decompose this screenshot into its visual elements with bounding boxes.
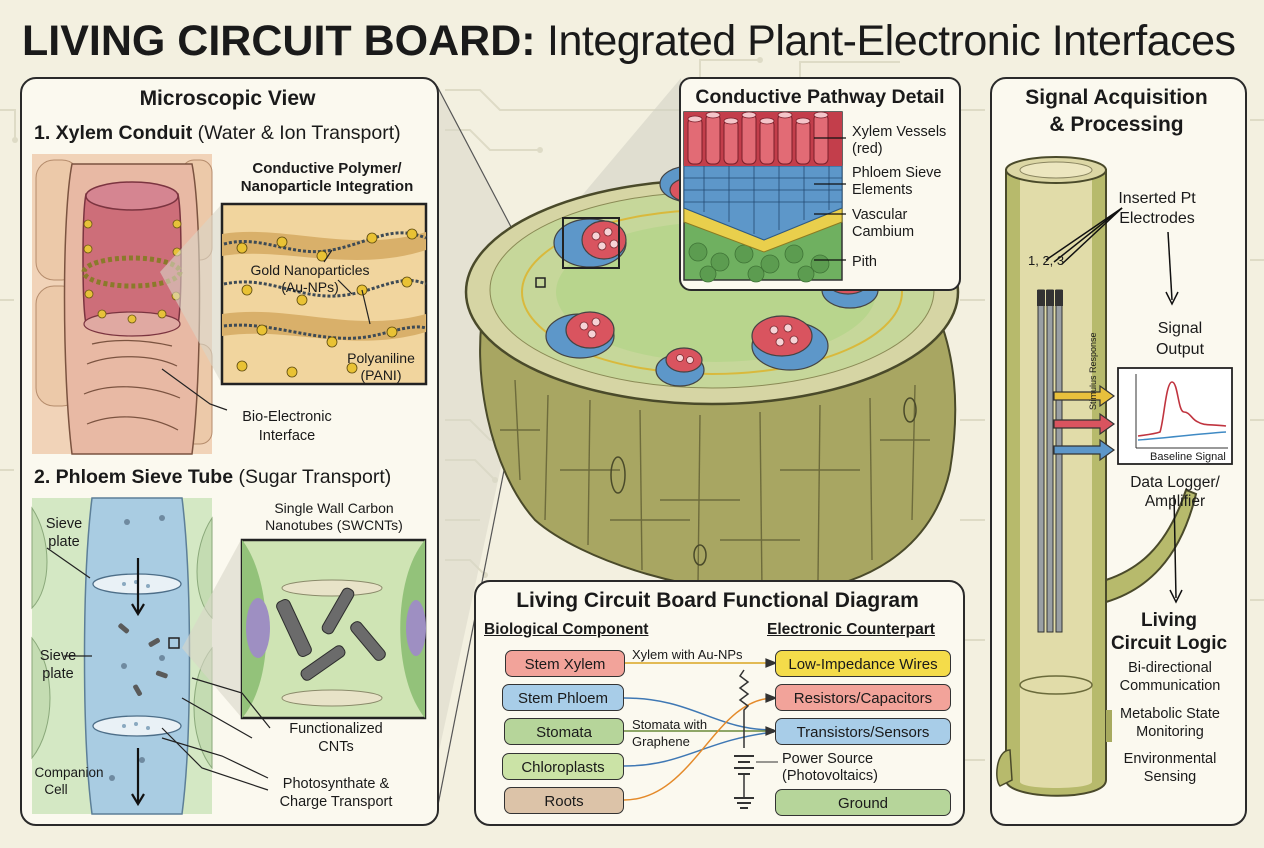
plot-baseline-label: Baseline Signal (1150, 451, 1226, 463)
sieve-plate-label-b-line2: plate (42, 666, 74, 682)
living-circuit-logic-line1: Living (1141, 610, 1197, 631)
companion-cell-label-line2: Cell (44, 782, 68, 797)
functionalized-cnts-label-line1: Functionalized (289, 721, 383, 737)
phloem-heading-rest: (Sugar Transport) (233, 466, 392, 488)
pathway-detail-title: Conductive Pathway Detail (695, 86, 945, 108)
bio-box-chloroplasts: Chloroplasts (502, 753, 624, 780)
link-label-stomata-line2: Graphene (632, 734, 690, 749)
swcnt-label-line2: Nanotubes (SWCNTs) (265, 517, 403, 533)
feature-bidirectional-line2: Communication (1119, 678, 1221, 694)
inserted-electrodes-label-line2: Electrodes (1119, 210, 1195, 227)
phloem-sieve-label-line2: Elements (852, 182, 913, 198)
functional-diagram-wiring (623, 658, 778, 809)
feature-environmental-line1: Environmental (1123, 751, 1217, 767)
gold-nanoparticles-label-line1: Gold Nanoparticles (250, 262, 370, 278)
page-title-bold: LIVING CIRCUIT BOARD: (22, 17, 536, 65)
plot-y-axis-label: Stimulus Response (1088, 332, 1098, 410)
xylem-conduit-heading-bold: 1. Xylem Conduit (34, 122, 193, 144)
feature-bidirectional-line1: Bi-directional (1128, 660, 1212, 676)
xylem-conduit-heading: 1. Xylem Conduit (Water & Ion Transport) (34, 122, 401, 145)
xylem-vessels-label-line2: (red) (852, 141, 883, 157)
feature-metabolic-line1: Metabolic State (1120, 706, 1220, 722)
pani-label-line2: (PANI) (360, 367, 402, 383)
pani-label-line1: Polyaniline (347, 350, 415, 366)
vascular-cambium-label-line1: Vascular (852, 207, 908, 223)
pathway-layers-illustration (683, 111, 846, 283)
data-logger-label-line1: Data Logger/ (1130, 474, 1220, 491)
functionalized-cnts-label-line2: CNTs (318, 739, 354, 755)
link-label-xylem-au-nps: Xylem with Au-NPs (632, 647, 743, 662)
signal-title-line1: Signal Acquisition (1025, 86, 1208, 109)
bio-box-stomata: Stomata (504, 718, 624, 745)
bio-box-stem-xylem: Stem Xylem (505, 650, 625, 677)
bio-box-stem-phloem: Stem Phloem (502, 684, 624, 711)
photosynthate-label-line2: Charge Transport (279, 794, 393, 810)
phloem-sieve-tube-illustration (31, 497, 427, 815)
power-source-label-line2: (Photovoltaics) (782, 768, 878, 784)
living-circuit-logic-line2: Circuit Logic (1110, 633, 1228, 654)
phloem-heading-bold: 2. Phloem Sieve Tube (34, 466, 234, 488)
electrode-numbers-label: 1, 2, 3 (1028, 253, 1065, 268)
elec-box-low-impedance-wires: Low-Impedance Wires (775, 650, 951, 677)
gold-nanoparticles-label-line2: (Au-NPs) (281, 279, 339, 295)
power-source-label-line1: Power Source (782, 751, 874, 767)
functional-diagram-title: Living Circuit Board Functional Diagram (516, 589, 919, 612)
bio-electronic-label-line2: Interface (258, 428, 316, 444)
xylem-conduit-heading-rest: (Water & Ion Transport) (192, 122, 401, 144)
microscopic-view-title: Microscopic View (139, 87, 316, 110)
photosynthate-label-line1: Photosynthate & (282, 776, 390, 792)
signal-title-line2: & Processing (1049, 113, 1184, 136)
page-title: LIVING CIRCUIT BOARD: Integrated Plant-E… (22, 14, 1252, 68)
swcnt-label-line1: Single Wall Carbon (274, 500, 394, 516)
phloem-sieve-label-line1: Phloem Sieve (852, 165, 942, 181)
signal-output-label-line2: Output (1155, 341, 1205, 358)
sieve-plate-label-a-line2: plate (48, 534, 80, 550)
polymer-label-line1: Conductive Polymer/ (252, 160, 402, 177)
biological-component-header: Biological Component (484, 621, 649, 638)
vascular-cambium-label-line2: Cambium (852, 224, 915, 240)
data-logger-label-line2: Amplifier (1144, 493, 1206, 510)
polymer-label-line2: Nanoparticle Integration (240, 178, 414, 195)
elec-box-resistors-capacitors: Resistors/Capacitors (775, 684, 951, 711)
inserted-electrodes-label-line1: Inserted Pt (1118, 190, 1196, 207)
sieve-plate-label-a-line1: Sieve (45, 516, 83, 532)
sieve-plate-label-b-line1: Sieve (39, 648, 77, 664)
phloem-sieve-tube-heading: 2. Phloem Sieve Tube (Sugar Transport) (34, 466, 391, 489)
pith-label: Pith (852, 254, 877, 270)
feature-environmental-line2: Sensing (1143, 769, 1197, 785)
bio-box-roots: Roots (504, 787, 624, 814)
bio-electronic-label-line1: Bio-Electronic (242, 409, 332, 425)
feature-metabolic-line2: Monitoring (1136, 724, 1204, 740)
electronic-counterpart-header: Electronic Counterpart (767, 621, 935, 638)
companion-cell-label-line1: Companion (34, 765, 104, 780)
stem-with-electrodes-illustration (996, 156, 1233, 797)
page-title-subtitle: Integrated Plant-Electronic Interfaces (535, 17, 1236, 65)
signal-output-label-line1: Signal (1157, 320, 1203, 337)
elec-box-ground: Ground (775, 789, 951, 816)
elec-box-transistors-sensors: Transistors/Sensors (775, 718, 951, 745)
xylem-conduit-illustration (32, 154, 428, 455)
link-label-stomata-line1: Stomata with (632, 717, 708, 732)
xylem-vessels-label-line1: Xylem Vessels (852, 124, 947, 140)
